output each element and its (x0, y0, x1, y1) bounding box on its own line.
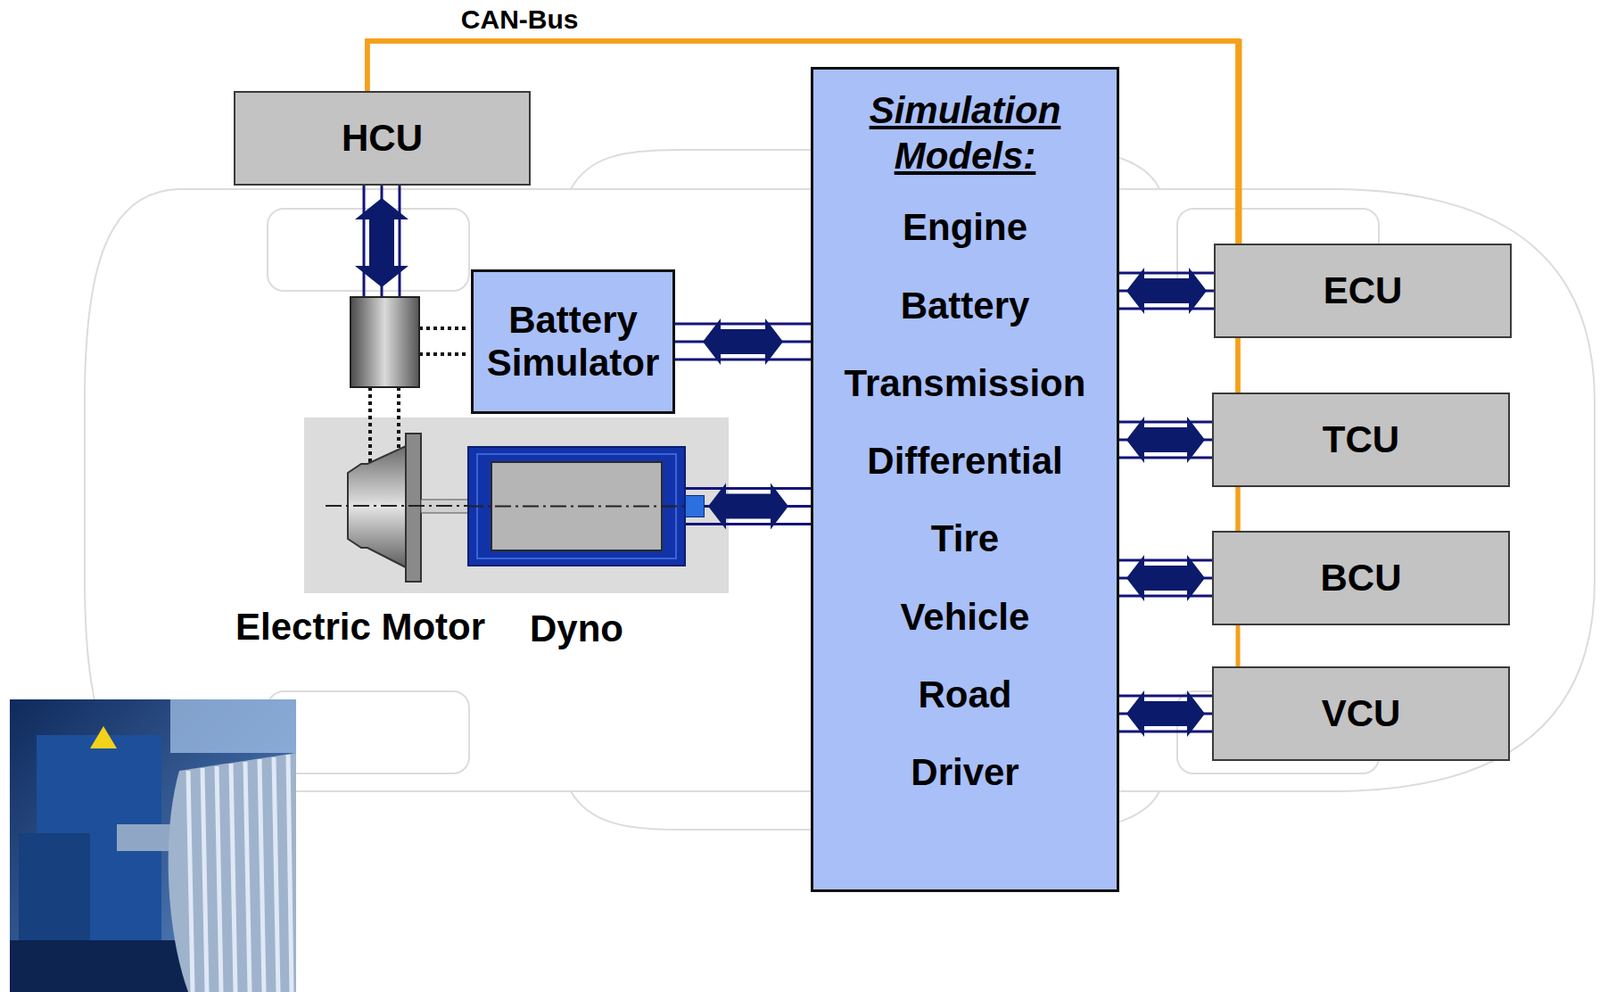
double-arrow (1126, 416, 1205, 463)
bus-wire (1119, 594, 1213, 598)
double-arrow (708, 483, 789, 530)
photo-ground (9, 699, 297, 992)
model-item: Driver (813, 750, 1117, 794)
photo-ribs (188, 754, 292, 992)
photo-warning-sign (90, 725, 117, 749)
box-content: VCU (1213, 668, 1509, 759)
model-item: Road (813, 673, 1117, 717)
box-content: HCU (235, 92, 529, 184)
bus-connector (675, 318, 811, 365)
dotted-wire (368, 387, 372, 464)
bus-label: CAN-Bus (457, 4, 583, 35)
test-bench-photo (9, 699, 297, 992)
bus-wire (685, 486, 811, 490)
dyno-box: Dyno (467, 445, 686, 567)
model-item: Differential (813, 439, 1117, 483)
bus-connector (1119, 416, 1213, 463)
bus-wire (398, 185, 402, 297)
box-content: BCU (1213, 532, 1509, 624)
photo-rib (188, 770, 193, 992)
car-wheel (267, 691, 470, 774)
photo-rib (245, 761, 250, 992)
dotted-wire (419, 326, 470, 330)
box-label: VCU (1321, 692, 1402, 735)
motor-flange (405, 433, 421, 582)
dyno-label: Dyno (529, 607, 624, 651)
bus-wire (1119, 307, 1214, 311)
control-unit-box: HCU (233, 90, 531, 186)
bus-wire (1119, 272, 1214, 275)
bus-wire (1119, 456, 1213, 460)
control-unit-box: ECU (1213, 243, 1512, 339)
bus-connector (685, 483, 811, 530)
bus-wire (1119, 420, 1213, 424)
control-unit-box: TCU (1212, 392, 1510, 487)
model-item: Transmission (813, 362, 1117, 405)
photo-rib (273, 757, 279, 992)
dotted-wire (419, 352, 470, 356)
box-label: HCU (341, 116, 423, 160)
part-label: Electric Motor (235, 605, 486, 649)
bus-wire (675, 322, 811, 326)
bus-wire (1119, 694, 1213, 698)
photo-rib (288, 754, 292, 992)
bus-connector (1119, 690, 1213, 737)
dyno-center-line (467, 445, 686, 567)
photo-rib (259, 758, 264, 992)
center-line (467, 505, 686, 508)
bus-wire (685, 522, 811, 526)
model-item: Tire (813, 517, 1117, 561)
box-content: Battery Simulator (473, 272, 673, 412)
box-label: Battery Simulator (486, 298, 660, 385)
control-unit-box: VCU (1212, 666, 1510, 761)
box-content: TCU (1213, 394, 1509, 486)
test-bench-panel (304, 417, 729, 594)
photo-rib (202, 767, 207, 992)
bus-wire (1119, 730, 1213, 734)
box-content: ECU (1215, 245, 1510, 337)
bus-wire (362, 185, 366, 297)
photo-window (170, 699, 297, 753)
double-arrow (354, 197, 409, 288)
double-arrow (1126, 554, 1205, 602)
model-item: Battery (813, 284, 1117, 328)
control-unit-box: BCU (1212, 530, 1510, 626)
box-label: ECU (1323, 269, 1403, 313)
hcu-link (354, 185, 409, 297)
inverter-cylinder (350, 296, 420, 388)
section-heading: Simulation Models: (831, 87, 1099, 179)
bus-wire (675, 358, 811, 362)
photo-machine (18, 832, 91, 941)
double-arrow (1126, 690, 1205, 737)
model-item: Vehicle (813, 595, 1117, 639)
bus-wire (1119, 559, 1213, 562)
center-line (325, 504, 468, 507)
bus-connector (1119, 267, 1214, 314)
double-arrow (702, 318, 784, 365)
simulator-box: Battery Simulator (470, 269, 676, 414)
bus-connector (1119, 554, 1213, 602)
car-wheel (267, 208, 470, 291)
dotted-wire (396, 387, 401, 452)
photo-rib (230, 763, 236, 992)
model-item: Engine (813, 206, 1117, 249)
photo-drum (168, 752, 297, 992)
model-list-box: Simulation Models: EngineBatteryTransmiss… (810, 66, 1120, 892)
dyno-coupling (684, 494, 705, 518)
box-label: TCU (1322, 418, 1400, 462)
double-arrow (1126, 267, 1207, 314)
electric-motor-drawing (325, 433, 480, 582)
photo-rib (216, 766, 222, 992)
box-label: BCU (1320, 556, 1403, 600)
